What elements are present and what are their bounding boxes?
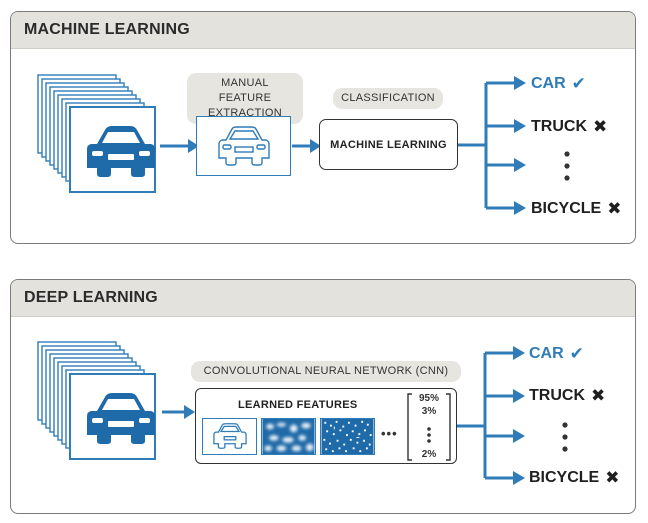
output-branch-arrows: [457, 346, 525, 485]
ml-panel-title: MACHINE LEARNING: [11, 12, 635, 49]
output-branch-arrows: [458, 76, 526, 215]
arrow-right-icon: [160, 139, 199, 153]
cross-icon: ✖: [607, 199, 622, 218]
check-icon: ✔: [571, 74, 586, 93]
check-icon: ✔: [569, 344, 584, 363]
car-icon: [87, 393, 155, 444]
score-truck: 3%: [421, 406, 437, 417]
output-bicycle-label: BICYCLE: [529, 469, 600, 486]
cross-icon: ✖: [605, 468, 620, 487]
score-car: 95%: [418, 393, 439, 404]
output-truck: TRUCK ✖: [529, 386, 605, 406]
score-bicycle: 2%: [421, 449, 437, 460]
vertical-dots-icon: [564, 151, 570, 181]
output-truck-label: TRUCK: [529, 387, 585, 404]
car-outline-icon: [213, 423, 247, 449]
feature-label-line1: MANUAL FEATURE: [218, 77, 272, 104]
arrow-right-icon: [292, 139, 321, 153]
output-car-label: CAR: [531, 75, 566, 92]
vertical-dots-icon: [562, 422, 568, 452]
features-ellipsis: •••: [381, 426, 398, 441]
car-outline-icon: [218, 126, 270, 166]
output-bicycle-label: BICYCLE: [531, 200, 602, 217]
cross-icon: ✖: [591, 386, 606, 405]
arrow-right-icon: [162, 405, 195, 419]
classification-label: CLASSIFICATION: [333, 88, 443, 109]
feature-map-blur: [261, 418, 316, 455]
car-icon: [87, 126, 155, 177]
feature-extraction-box: [196, 116, 291, 176]
machine-learning-box: MACHINE LEARNING: [319, 119, 458, 170]
manual-feature-extraction-label: MANUAL FEATURE EXTRACTION: [187, 73, 303, 124]
cross-icon: ✖: [593, 117, 608, 136]
score-bracket: [407, 393, 451, 461]
output-truck: TRUCK ✖: [531, 117, 607, 137]
cnn-label: CONVOLUTIONAL NEURAL NETWORK (CNN): [191, 361, 461, 382]
output-bicycle: BICYCLE ✖: [531, 199, 621, 219]
feature-map-noise: [320, 418, 375, 455]
output-car: CAR ✔: [531, 74, 586, 94]
learned-features-label: LEARNED FEATURES: [238, 399, 358, 411]
dl-panel-title: DEEP LEARNING: [11, 280, 635, 317]
output-car: CAR ✔: [529, 344, 584, 364]
output-car-label: CAR: [529, 345, 564, 362]
output-bicycle: BICYCLE ✖: [529, 468, 619, 488]
output-truck-label: TRUCK: [531, 118, 587, 135]
